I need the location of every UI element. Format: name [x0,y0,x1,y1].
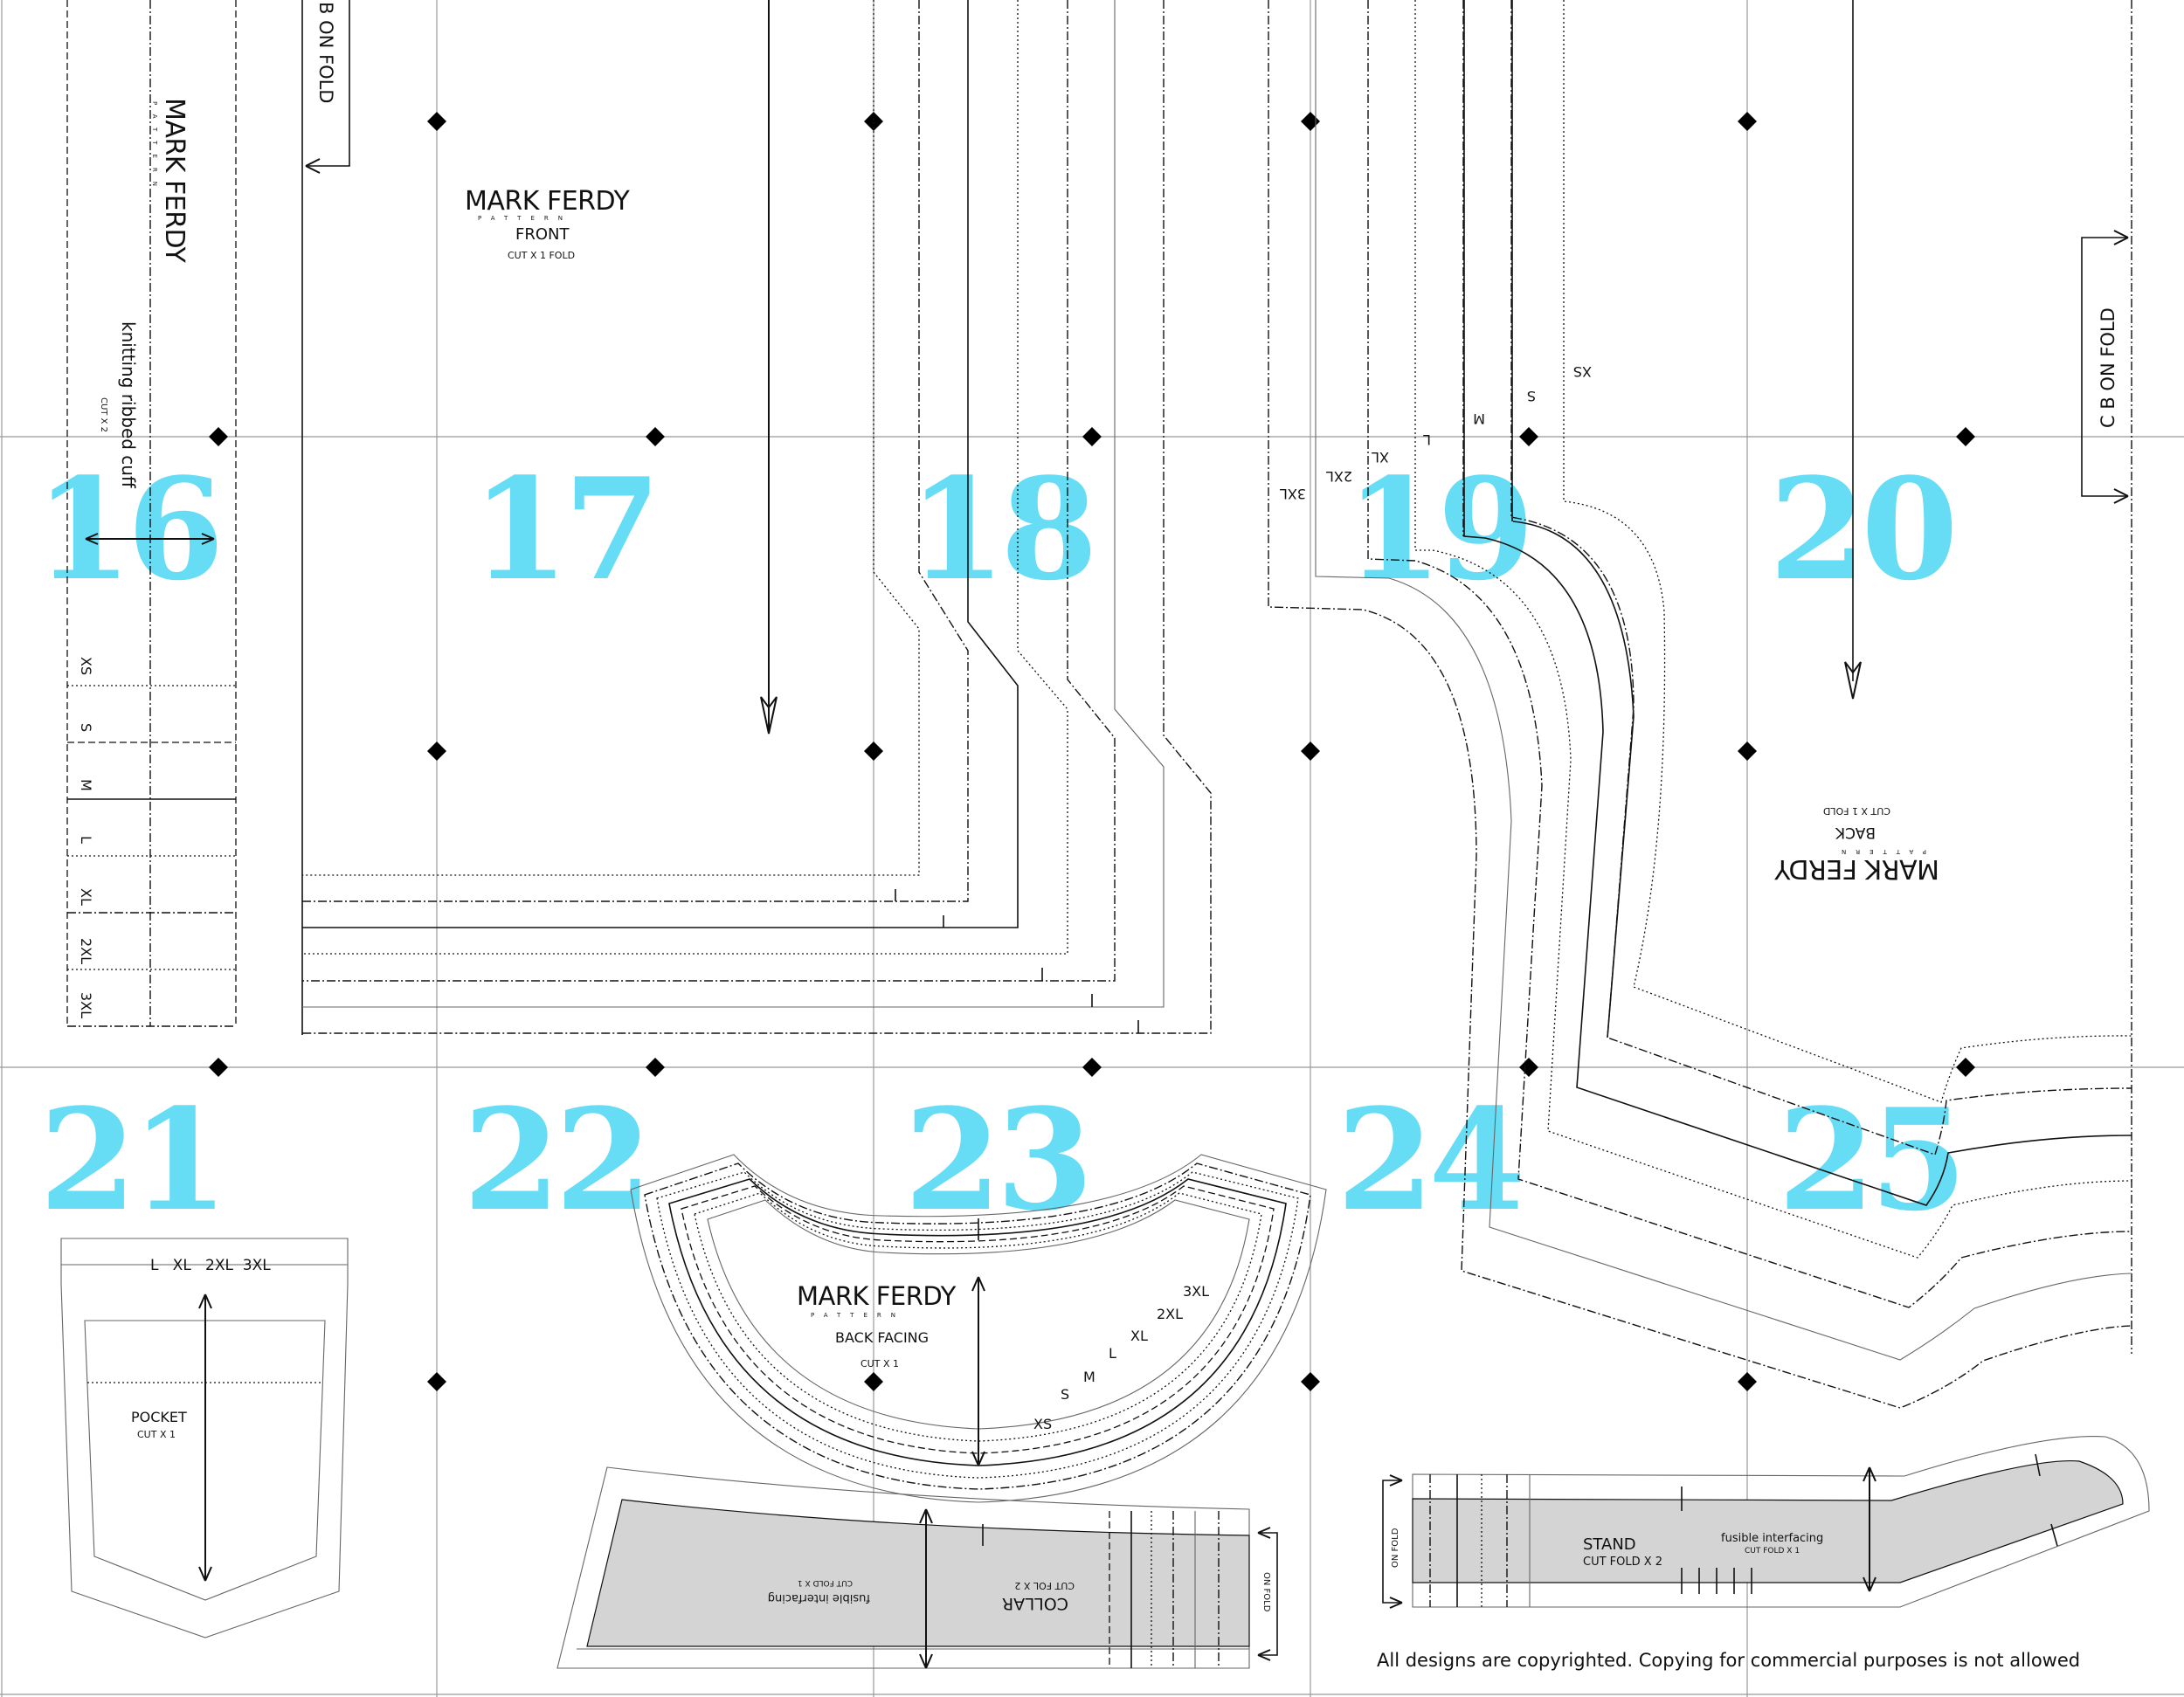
cuff-brand-sub: PATTERN [151,101,158,196]
back-name: BACK [1835,824,1876,841]
tile-number-24: 24 [1337,1078,1521,1242]
registration-diamond [1519,1058,1538,1077]
tile-number-17: 17 [472,447,656,611]
tile-number-23: 23 [904,1078,1089,1242]
pocket-cut: CUT X 1 [137,1429,176,1440]
front-piece: B ON FOLD MARK FERDY PATTERN FRONT CUT X… [301,0,1212,1035]
facing-size-m: M [1083,1369,1095,1385]
neck-size-m: M [1473,410,1485,427]
registration-diamond [1519,427,1538,446]
front-brand: MARK FERDY [465,186,630,217]
collar-fold: ON FOLD [1261,1572,1271,1612]
stand-interfacing: fusible interfacing [1721,1532,1823,1545]
front-brand-sub: PATTERN [478,215,572,222]
cuff-size-xs: XS [78,657,94,675]
facing-brand: MARK FERDY [797,1281,957,1311]
collar-name: COLLAR [1002,1594,1068,1613]
facing-brand-sub: PATTERN [811,1312,905,1319]
neck-size-xs: XS [1573,363,1592,380]
registration-diamond [1738,1372,1757,1391]
registration-diamond [1082,427,1102,446]
tile-number-16: 16 [35,447,219,611]
registration-diamond [646,427,665,446]
back-cut: CUT X 1 FOLD [1823,805,1890,817]
back-brand-sub: PATTERN [1832,848,1926,855]
neck-size-s: S [1527,388,1536,404]
registration-diamond [1738,112,1757,131]
cuff-name: knitting ribbed cuff [118,321,139,489]
registration-diamonds [209,112,1975,1391]
collar-interfacing-cut: CUT FOLD X 1 [798,1578,853,1587]
facing-size-2xl: 2XL [1157,1306,1183,1322]
collar-piece: ON FOLD COLLAR CUT FOL X 2 fusible inter… [556,1466,1278,1669]
cuff-size-s: S [78,723,94,732]
front-name: FRONT [515,225,570,244]
pocket-sizes: L XL 2XL 3XL [150,1257,271,1274]
registration-diamond [427,1372,446,1391]
registration-diamond [209,427,228,446]
tile-number-21: 21 [39,1078,224,1242]
stand-name: STAND [1583,1535,1636,1554]
neck-size-3xl: 3XL [1280,486,1306,502]
tile-numbers: 16 17 18 19 20 21 22 23 24 25 [35,447,1967,1242]
registration-diamond [864,742,883,761]
neck-size-l: L [1423,431,1431,448]
registration-diamond [209,1058,228,1077]
stand-fold: ON FOLD [1391,1528,1400,1568]
front-cut: CUT X 1 FOLD [508,250,575,261]
registration-diamond [1082,1058,1102,1077]
registration-diamond [646,1058,665,1077]
collar-interfacing: fusible interfacing [768,1591,870,1604]
registration-diamond [1301,742,1320,761]
neck-size-xl: XL [1372,449,1389,466]
cuff-size-3xl: 3XL [78,992,94,1018]
copyright-notice: All designs are copyrighted. Copying for… [1377,1650,2080,1671]
registration-diamond [864,112,883,131]
facing-name: BACK FACING [835,1329,929,1346]
pocket-name: POCKET [131,1409,187,1425]
facing-size-xl: XL [1130,1328,1148,1344]
cuff-size-l: L [78,836,94,844]
cuff-size-m: M [78,779,94,791]
pocket-piece: L XL 2XL 3XL POCKET CUT X 1 [60,1238,349,1638]
registration-diamond [864,1372,883,1391]
back-brand: MARK FERDY [1774,853,1939,884]
registration-diamond [427,112,446,131]
cuff-brand: MARK FERDY [159,98,190,263]
registration-diamond [1301,112,1320,131]
registration-diamond [1956,1058,1975,1077]
front-fold-label: B ON FOLD [315,2,336,103]
tile-number-20: 20 [1769,447,1953,611]
stand-piece: ON FOLD STAND CUT FOLD X 2 fusible inter… [1382,1436,2150,1609]
registration-diamond [1738,742,1757,761]
registration-diamond [1301,1372,1320,1391]
tile-number-18: 18 [909,447,1093,611]
registration-diamond [427,742,446,761]
registration-diamond [1956,427,1975,446]
cuff-size-xl: XL [78,888,94,906]
back-piece: C B ON FOLD 3XL 2XL XL L M S XS MARK FER… [1268,0,2132,1409]
facing-size-s: S [1061,1386,1069,1403]
tile-number-25: 25 [1778,1078,1962,1242]
stand-interfacing-cut: CUT FOLD X 1 [1745,1547,1800,1556]
collar-cut: CUT FOL X 2 [1014,1580,1075,1591]
facing-size-l: L [1109,1345,1116,1362]
facing-cut: CUT X 1 [860,1358,899,1369]
tile-number-19: 19 [1345,447,1530,611]
neck-size-2xl: 2XL [1326,468,1352,485]
cuff-size-2xl: 2XL [78,938,94,964]
facing-size-3xl: 3XL [1183,1283,1209,1300]
back-facing-piece: MARK FERDY PATTERN BACK FACING CUT X 1 X… [630,1154,1327,1503]
stand-cut: CUT FOLD X 2 [1583,1556,1662,1569]
facing-size-xs: XS [1033,1416,1052,1432]
tile-number-22: 22 [463,1078,647,1242]
cuff-cut: CUT X 2 [99,397,108,432]
cuff-piece: MARK FERDY PATTERN knitting ribbed cuff … [66,0,237,1027]
back-fold-label: C B ON FOLD [2098,307,2118,428]
